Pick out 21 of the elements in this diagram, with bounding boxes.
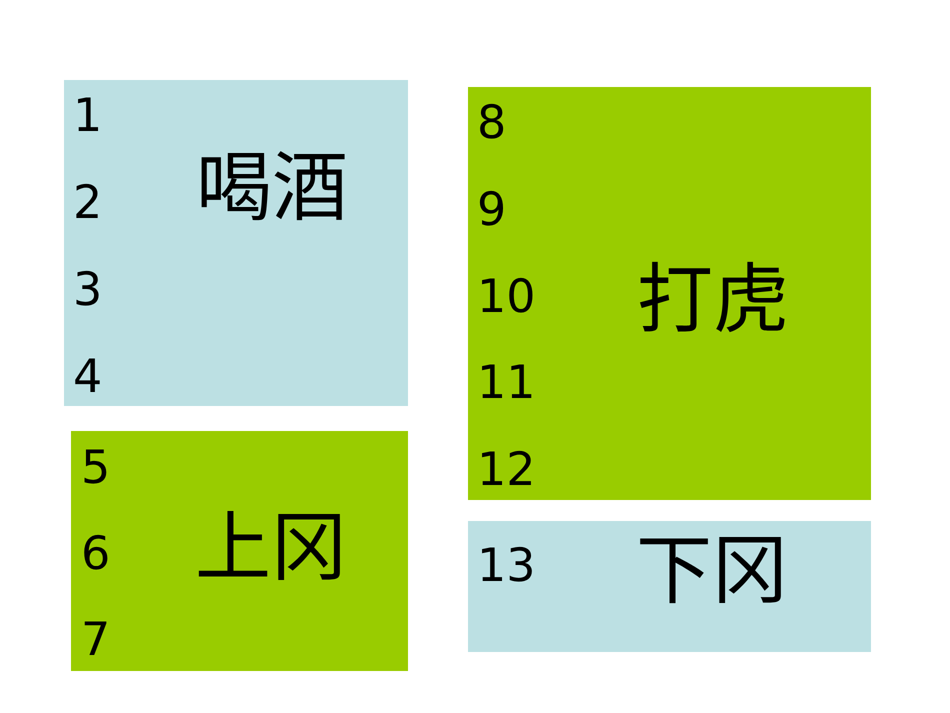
step-number: 10 [477,272,536,318]
step-number: 4 [73,353,102,399]
panel [468,521,871,652]
step-number: 11 [477,359,536,406]
step-number: 7 [81,616,110,662]
step-number: 12 [477,446,536,492]
step-number: 3 [73,266,102,312]
step-number: 13 [477,542,536,588]
panel [64,80,408,406]
section-title: 打虎 [637,260,789,340]
step-number: 2 [73,179,102,225]
step-number: 9 [477,186,506,232]
section-title: 下冈 [636,531,788,611]
step-number: 1 [73,92,102,138]
step-number: 5 [81,444,110,490]
panel [71,431,408,671]
step-number: 6 [81,530,110,576]
section-title: 喝酒 [196,148,348,228]
section-title: 上冈 [195,508,347,588]
panel [468,87,871,500]
step-number: 8 [477,99,506,145]
